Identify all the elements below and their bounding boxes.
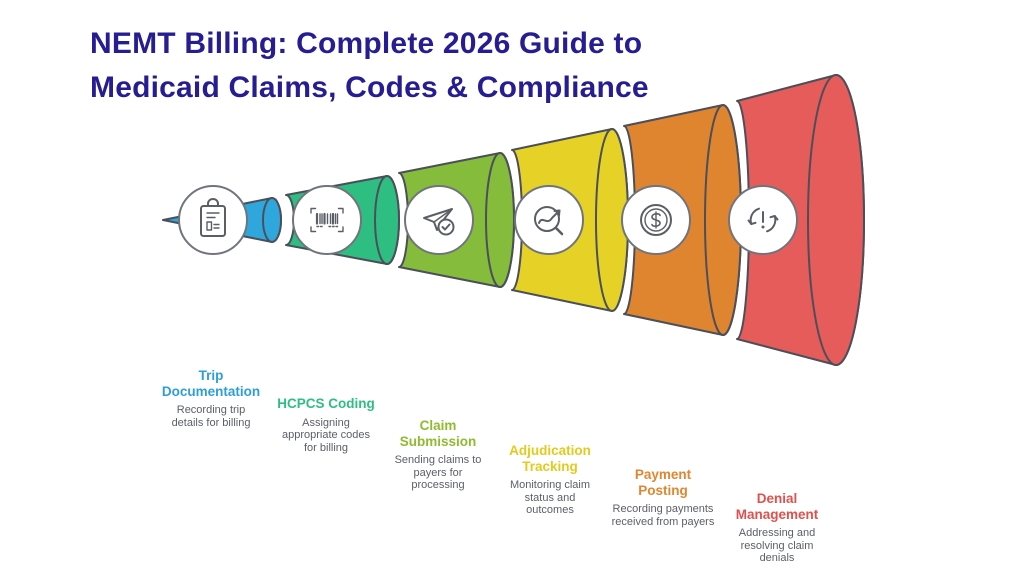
page-title-line1: NEMT Billing: Complete 2026 Guide to <box>90 27 643 60</box>
stage-label-adjudication-tracking: Adjudication Tracking Monitoring claim s… <box>475 443 625 517</box>
funnel-stage-claim-submission <box>398 152 515 288</box>
funnel-stage-denial-management <box>728 74 865 366</box>
stage-name: Denial Management <box>735 491 819 522</box>
stage-name: Payment Posting <box>634 467 692 498</box>
dollar-coin-icon <box>640 204 672 236</box>
stage-icon-circle <box>178 185 248 255</box>
funnel-stage-adjudication-tracking <box>511 128 629 312</box>
clipboard-icon <box>200 198 226 237</box>
stage-label-trip-documentation: Trip Documentation Recording trip detail… <box>136 368 286 429</box>
stage-description: Recording payments received from payers <box>611 503 715 528</box>
magnifier-trend-icon <box>534 206 564 236</box>
stage-description: Sending claims to payers for processing <box>394 454 482 491</box>
paper-plane-check-icon <box>423 208 455 236</box>
stage-name: HCPCS Coding <box>277 396 375 411</box>
sync-alert-icon <box>747 207 779 233</box>
barcode-icon <box>310 207 344 233</box>
funnel-end-cap <box>807 74 865 366</box>
funnel-segment-rim <box>374 175 400 265</box>
stage-description: Recording trip details for billing <box>171 404 251 429</box>
stage-label-denial-management: Denial Management Addressing and resolvi… <box>702 491 852 565</box>
page-title-line2: Medicaid Claims, Codes & Compliance <box>90 71 649 104</box>
stage-label-payment-posting: Payment Posting Recording payments recei… <box>588 467 738 528</box>
funnel-segment-rim <box>262 197 282 243</box>
stage-description: Monitoring claim status and outcomes <box>509 479 591 516</box>
stage-label-hcpcs-coding: HCPCS Coding Assigning appropriate codes… <box>251 396 401 454</box>
stage-name: Adjudication Tracking <box>509 443 591 474</box>
stage-description: Assigning appropriate codes for billing <box>281 416 371 454</box>
funnel-segment-rim <box>485 152 515 288</box>
funnel-stage-trip-documentation <box>162 185 282 255</box>
page-title: NEMT Billing: Complete 2026 Guide to Med… <box>90 22 649 110</box>
funnel-stage-hcpcs-coding <box>285 175 400 265</box>
stage-name: Claim Submission <box>399 418 477 449</box>
stage-label-claim-submission: Claim Submission Sending claims to payer… <box>363 418 513 492</box>
funnel-stage-payment-posting <box>621 104 742 336</box>
stage-icon-circle <box>404 185 474 255</box>
stage-description: Addressing and resolving claim denials <box>738 527 816 564</box>
stage-name: Trip Documentation <box>161 368 261 399</box>
